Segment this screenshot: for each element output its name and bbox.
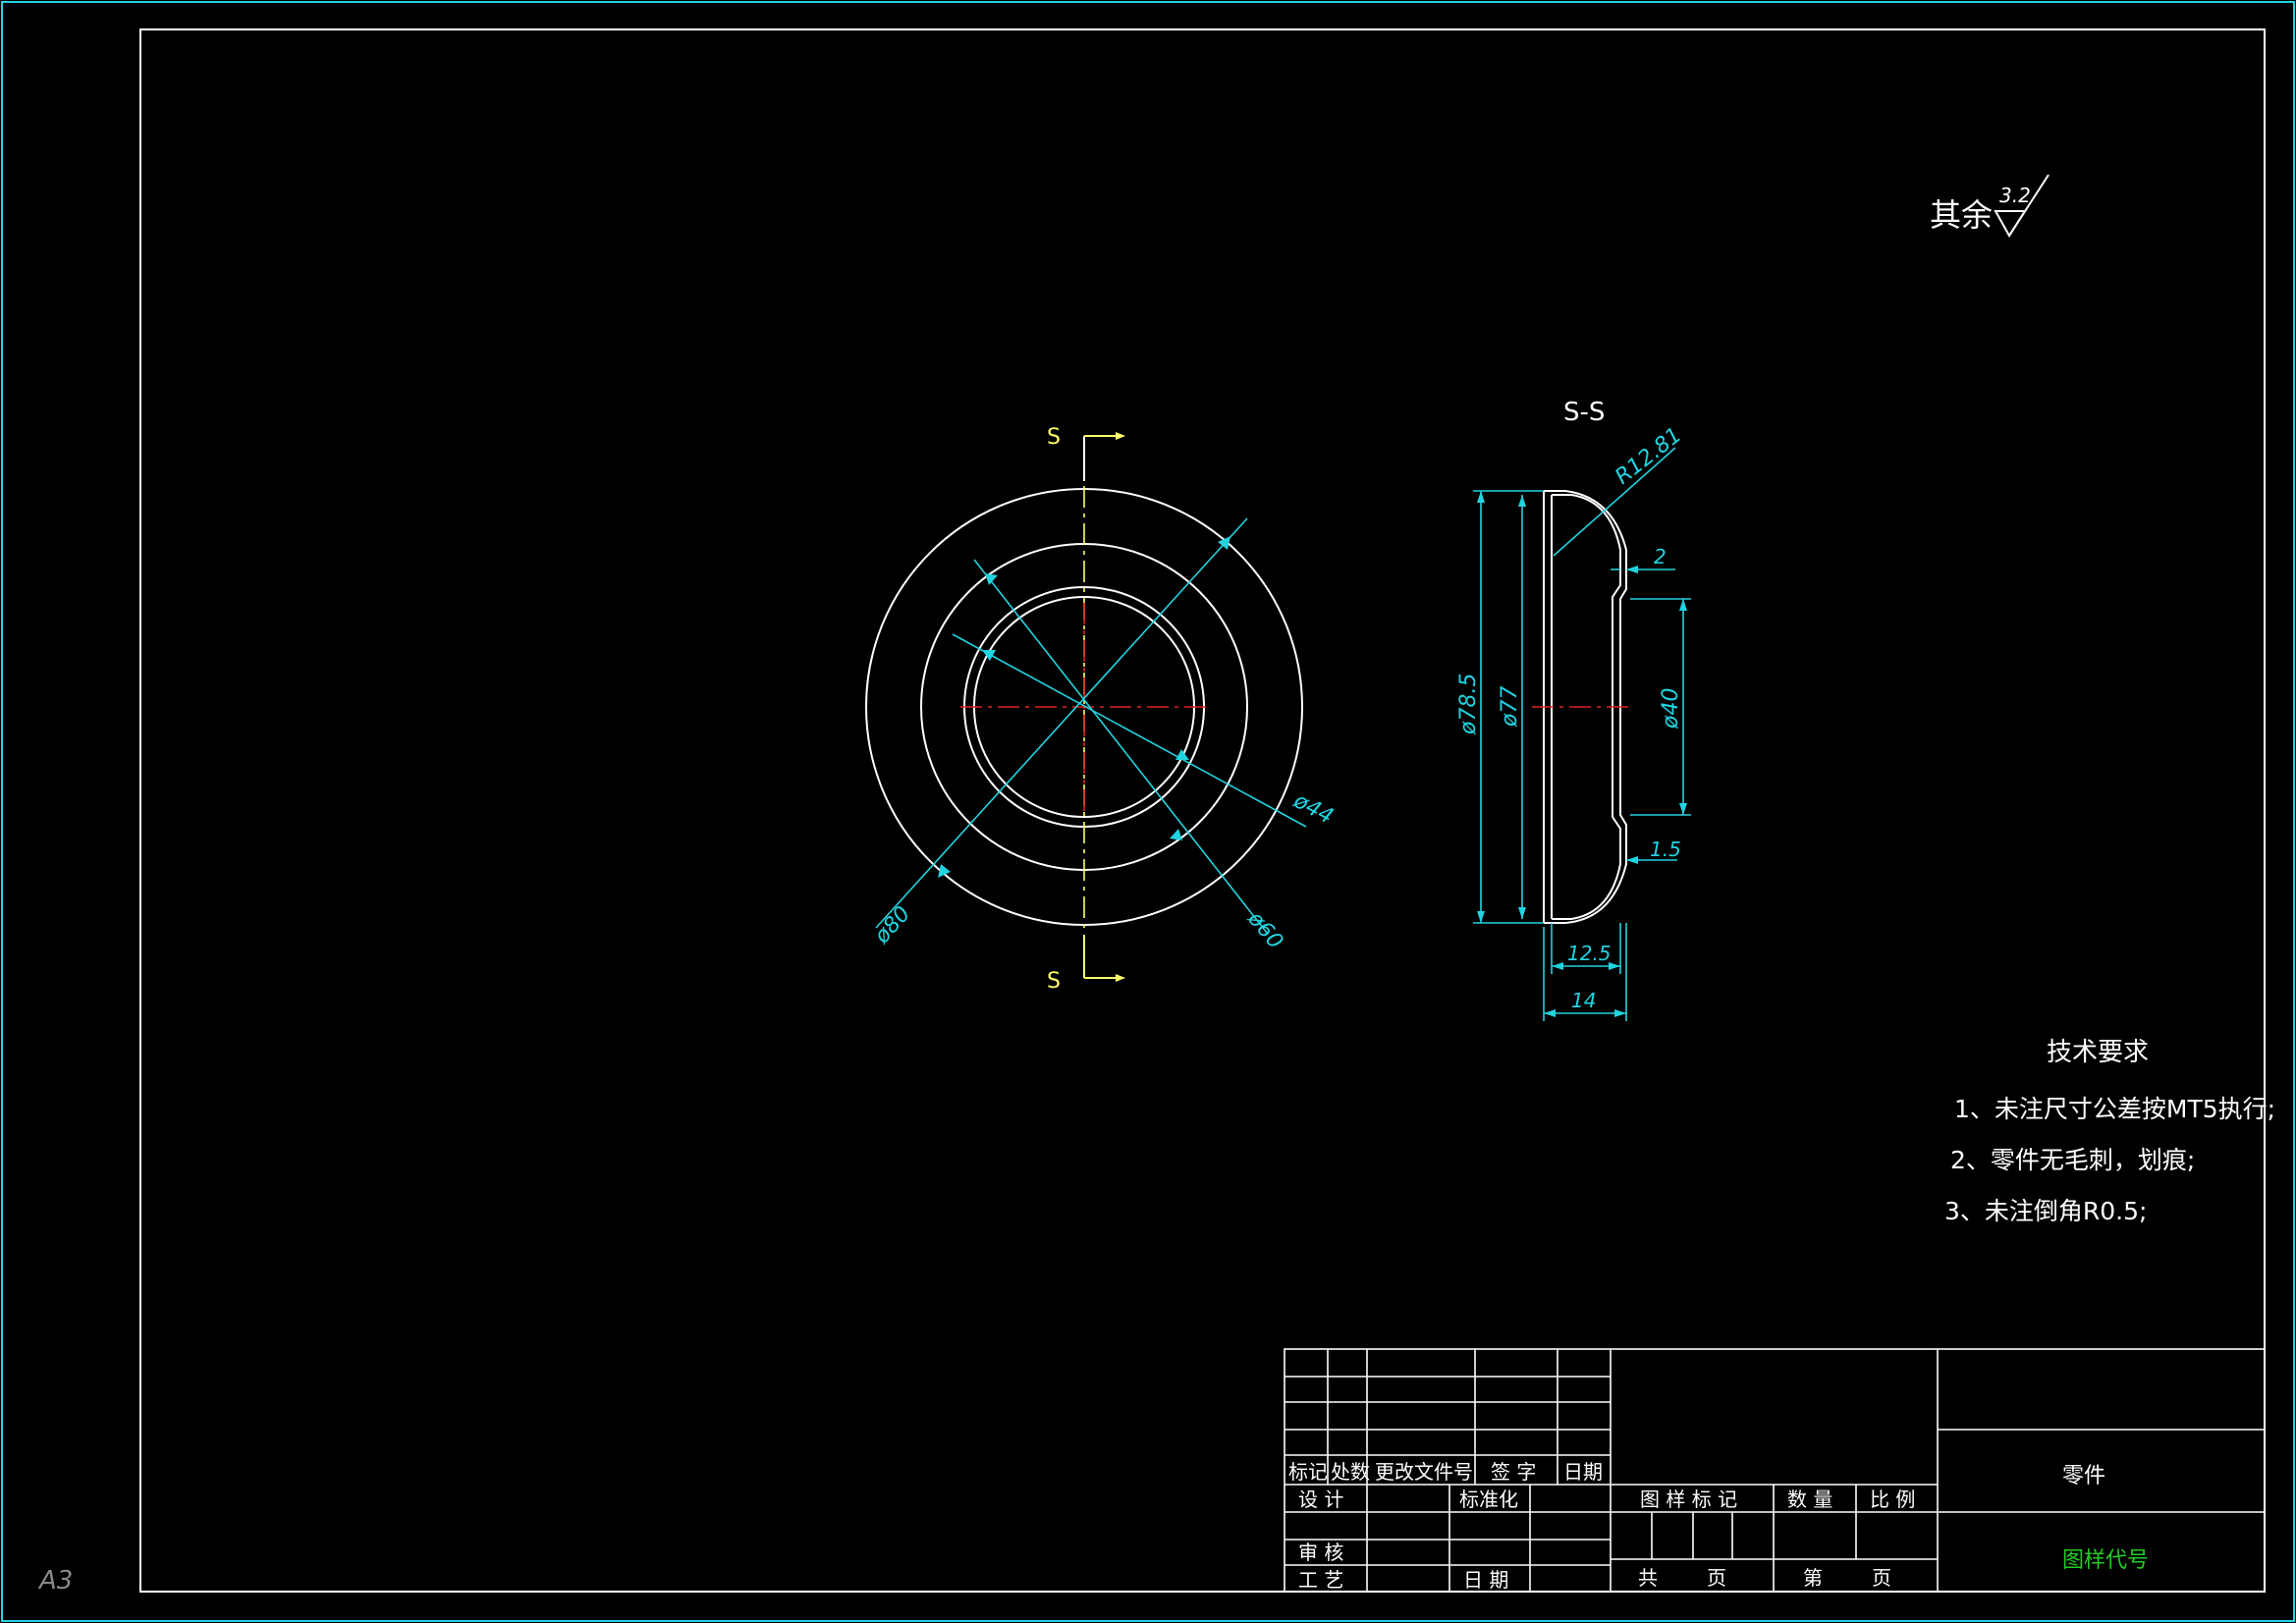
tb-total: 共 bbox=[1638, 1566, 1658, 1590]
tb-drawing-code: 图样代号 bbox=[2062, 1548, 2149, 1573]
title-block-text: 标记 处数 更改文件号 签 字 日期 设 计 标准化 审 核 工 艺 日 期 图… bbox=[1288, 1460, 2149, 1592]
dim-label-d785: ø78.5 bbox=[1456, 674, 1481, 735]
tech-requirements-title: 技术要求 bbox=[2047, 1038, 2149, 1067]
surface-finish-label: 其余 bbox=[1930, 196, 1993, 234]
tb-design: 设 计 bbox=[1298, 1488, 1343, 1511]
dim-line-r bbox=[1553, 447, 1676, 557]
section-view: S-S R12.81 2 ø40 1.5 ø78.5 ø77 bbox=[1456, 398, 1691, 1021]
drawing-frame bbox=[139, 28, 2266, 1593]
dim-line-d80 bbox=[875, 517, 1248, 929]
title-block bbox=[1284, 1348, 2266, 1593]
dim-label-d60: ø60 bbox=[1242, 906, 1287, 954]
tech-requirements: 技术要求 1、未注尺寸公差按MT5执行; 2、零件无毛刺，划痕; 3、未注倒角R… bbox=[1944, 1038, 2275, 1225]
dim-label-t2: 2 bbox=[1654, 545, 1667, 568]
tb-part-name: 零件 bbox=[2062, 1464, 2105, 1488]
surface-finish-symbol bbox=[1994, 174, 2050, 238]
tech-requirement-1: 1、未注尺寸公差按MT5执行; bbox=[1954, 1095, 2275, 1123]
dim-label-d44: ø44 bbox=[1288, 788, 1337, 830]
section-marker-top: S bbox=[1047, 425, 1061, 450]
tb-scale: 比 例 bbox=[1870, 1488, 1915, 1511]
tb-change-doc: 更改文件号 bbox=[1375, 1460, 1473, 1484]
sheet-size-label: A3 bbox=[37, 1566, 73, 1596]
tb-standard: 标准化 bbox=[1459, 1488, 1518, 1511]
dim-label-d77: ø77 bbox=[1498, 686, 1522, 728]
tech-requirement-2: 2、零件无毛刺，划痕; bbox=[1950, 1146, 2195, 1174]
section-marker-bottom: S bbox=[1047, 969, 1061, 994]
dim-label-d40: ø40 bbox=[1659, 688, 1683, 730]
tb-sheet-no: 第 bbox=[1803, 1566, 1823, 1590]
tb-date: 日 期 bbox=[1463, 1568, 1508, 1592]
dim-label-t15: 1.5 bbox=[1650, 838, 1681, 861]
tb-drawing-mark: 图 样 标 记 bbox=[1640, 1488, 1737, 1511]
tb-mark: 标记 bbox=[1288, 1460, 1328, 1484]
dim-label-r: R12.81 bbox=[1611, 423, 1686, 490]
tb-quantity: 数 量 bbox=[1787, 1488, 1832, 1511]
tb-count: 处数 bbox=[1331, 1460, 1370, 1484]
front-view: S S ø80 ø60 ø44 bbox=[865, 425, 1338, 994]
tb-process: 工 艺 bbox=[1298, 1568, 1343, 1592]
tb-date-header: 日期 bbox=[1563, 1460, 1603, 1484]
tb-signature: 签 字 bbox=[1491, 1460, 1536, 1484]
surface-finish-value: 3.2 bbox=[1999, 184, 2031, 207]
dim-label-w14: 14 bbox=[1571, 989, 1596, 1012]
tb-review: 审 核 bbox=[1298, 1541, 1343, 1564]
dim-label-d80: ø80 bbox=[869, 901, 915, 948]
section-title: S-S bbox=[1563, 398, 1605, 427]
dim-label-w125: 12.5 bbox=[1567, 942, 1612, 965]
tech-requirement-3: 3、未注倒角R0.5; bbox=[1944, 1197, 2147, 1225]
tb-page2: 页 bbox=[1872, 1566, 1891, 1590]
tb-page1: 页 bbox=[1707, 1566, 1726, 1590]
dim-line-d44 bbox=[952, 633, 1307, 828]
dim-line-d60 bbox=[973, 559, 1268, 934]
